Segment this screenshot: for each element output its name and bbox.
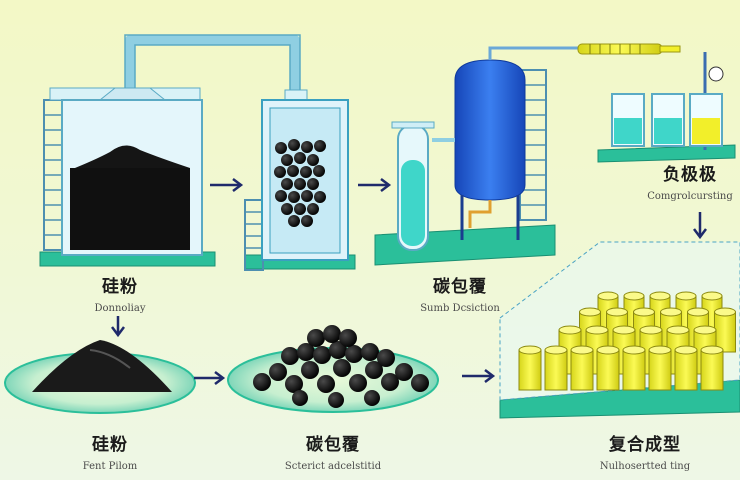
cylinder <box>570 345 594 391</box>
step-subtitle: Comgrolcursting <box>647 191 733 202</box>
beaker-station <box>577 43 736 163</box>
mixing-vessel <box>39 87 216 267</box>
step-label-anode: 负极极 Comgrolcursting <box>630 160 740 202</box>
step-label-silicon-powder-2: 硅粉 Fent Pilom <box>45 430 175 472</box>
step-subtitle: Fent Pilom <box>82 461 138 472</box>
connecting-pipe <box>125 35 300 95</box>
cylinder <box>700 345 724 391</box>
arrow-right-icon <box>210 178 244 192</box>
step-title: 碳包覆 <box>433 277 487 297</box>
packed-column <box>244 89 356 271</box>
step-subtitle: Scterict adcelstitid <box>284 461 382 472</box>
arrow-right-icon <box>194 371 226 385</box>
step-label-carbon-coating: 碳包覆 Sumb Dcsiction <box>395 272 525 314</box>
step-title: 碳包覆 <box>306 435 360 455</box>
carbon-pellets <box>274 139 326 227</box>
powder-pile <box>4 340 196 414</box>
connecting-pipe-outline <box>124 34 301 95</box>
step-label-carbon-coating-2: 碳包覆 Scterict adcelstitid <box>258 430 408 472</box>
cylinder <box>714 307 736 353</box>
step-subtitle: Donnoliay <box>94 303 146 314</box>
arrow-down-icon <box>111 316 125 338</box>
arrow-right-icon <box>462 369 496 383</box>
cylinder <box>544 345 568 391</box>
arrow-right-icon <box>358 178 392 192</box>
step-subtitle: Sumb Dcsiction <box>420 303 500 314</box>
step-title: 硅粉 <box>92 435 128 455</box>
step-label-silicon-powder: 硅粉 Donnoliay <box>55 272 185 314</box>
reactor-station <box>374 46 590 266</box>
cylinder <box>674 345 698 391</box>
cylinder <box>518 345 542 391</box>
arrow-down-icon <box>693 212 707 240</box>
coated-pellets <box>227 325 439 413</box>
step-title: 负极极 <box>663 165 717 185</box>
step-label-composite-forming: 复合成型 Nulhosertted ting <box>570 430 720 472</box>
cylinder-layer <box>518 291 736 391</box>
step-title: 硅粉 <box>102 277 138 297</box>
step-title: 复合成型 <box>609 435 681 455</box>
cylinder <box>622 345 646 391</box>
step-subtitle: Nulhosertted ting <box>599 461 691 472</box>
cylinder <box>596 345 620 391</box>
cylinder <box>648 345 672 391</box>
